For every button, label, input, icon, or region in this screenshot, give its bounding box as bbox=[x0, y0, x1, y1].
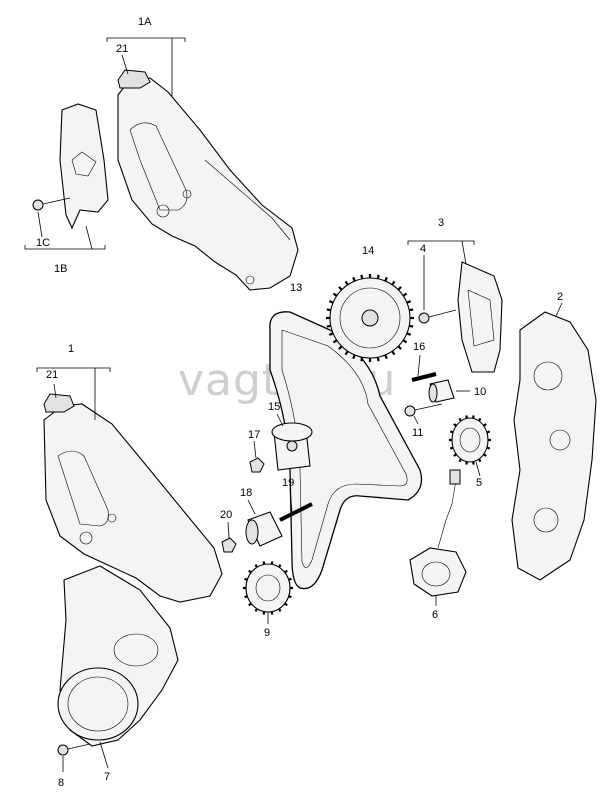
callout-16: 16 bbox=[413, 341, 425, 353]
bolt-19 bbox=[279, 502, 313, 522]
callout-18: 18 bbox=[240, 487, 252, 499]
bolt-4 bbox=[418, 309, 457, 324]
camshaft-sprocket bbox=[329, 277, 411, 359]
bolt-11 bbox=[404, 403, 443, 417]
nut-17 bbox=[249, 457, 265, 473]
callout-3: 3 bbox=[438, 217, 444, 229]
roller-18 bbox=[245, 511, 283, 547]
bracket-1b bbox=[24, 245, 106, 250]
callout-9: 9 bbox=[264, 627, 270, 639]
callout-20: 20 bbox=[220, 509, 232, 521]
bolt-8 bbox=[57, 743, 91, 756]
callout-1A: 1A bbox=[138, 16, 152, 28]
callout-10: 10 bbox=[474, 386, 486, 398]
callout-4: 4 bbox=[420, 243, 426, 255]
crankshaft-seal-ring bbox=[57, 667, 139, 741]
rear-cover bbox=[457, 261, 503, 373]
callout-1B: 1B bbox=[54, 263, 67, 275]
callout-2: 2 bbox=[557, 291, 563, 303]
callout-1C: 1C bbox=[36, 237, 50, 249]
callout-14: 14 bbox=[362, 245, 374, 257]
callout-17: 17 bbox=[248, 429, 260, 441]
upper-cover-clip bbox=[117, 69, 151, 89]
middle-cover bbox=[43, 403, 223, 603]
callout-15: 15 bbox=[268, 401, 280, 413]
upper-cover-inner bbox=[59, 103, 109, 230]
engine-bracket bbox=[511, 311, 597, 581]
bolt-1c bbox=[32, 197, 71, 211]
idler-pulley bbox=[271, 422, 313, 471]
callout-21-upper: 21 bbox=[116, 43, 128, 55]
nut-20 bbox=[221, 537, 237, 553]
bracket-1 bbox=[36, 367, 111, 372]
sleeve-10 bbox=[428, 379, 455, 403]
callout-6: 6 bbox=[432, 609, 438, 621]
sprocket-5-teeth bbox=[449, 415, 491, 465]
middle-cover-clip bbox=[43, 393, 75, 413]
callout-13: 13 bbox=[290, 282, 302, 294]
bracket-1a bbox=[106, 37, 186, 42]
stud-16 bbox=[411, 372, 437, 382]
callout-5: 5 bbox=[476, 477, 482, 489]
crankshaft-sprocket bbox=[245, 563, 291, 613]
callout-7: 7 bbox=[104, 771, 110, 783]
sprocket-5 bbox=[451, 417, 489, 463]
callout-21-lower: 21 bbox=[46, 369, 58, 381]
callout-1: 1 bbox=[68, 343, 74, 355]
callout-8: 8 bbox=[58, 777, 64, 789]
crankshaft-sprocket-teeth bbox=[243, 561, 293, 615]
tensioner bbox=[409, 469, 467, 597]
camshaft-sprocket-teeth bbox=[326, 274, 414, 362]
upper-cover-outer bbox=[117, 77, 299, 291]
bracket-3 bbox=[407, 240, 475, 245]
callout-19: 19 bbox=[282, 477, 294, 489]
callout-11: 11 bbox=[412, 427, 423, 439]
